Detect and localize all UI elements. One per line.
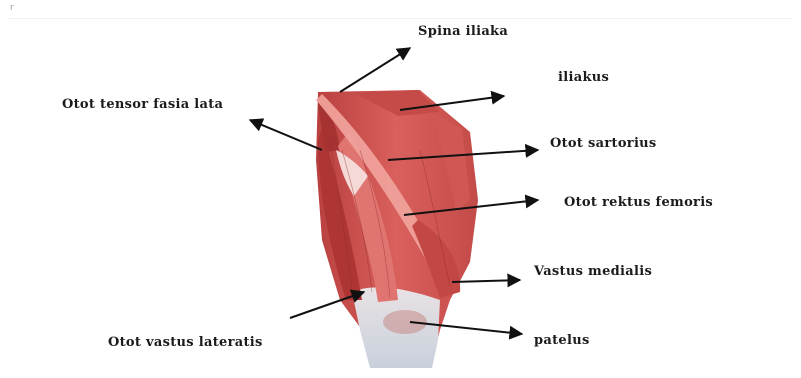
arrow-tensor-fasia-lata [250,120,322,150]
arrow-vastus-medialis [452,280,520,282]
label-vastus-lateralis: Otot vastus lateratis [108,335,263,350]
label-spina-iliaka: Spina iliaka [418,24,508,39]
label-patelus: patelus [534,333,590,348]
arrow-spina-iliaka [340,48,410,92]
label-rektus-femoris: Otot rektus femoris [564,195,713,210]
label-iliakus: iliakus [558,70,609,85]
label-vastus-medialis: Vastus medialis [534,264,652,279]
patella-shape [383,310,427,334]
label-sartorius: Otot sartorius [550,136,657,151]
label-tensor-fasia-lata: Otot tensor fasia lata [62,97,223,112]
